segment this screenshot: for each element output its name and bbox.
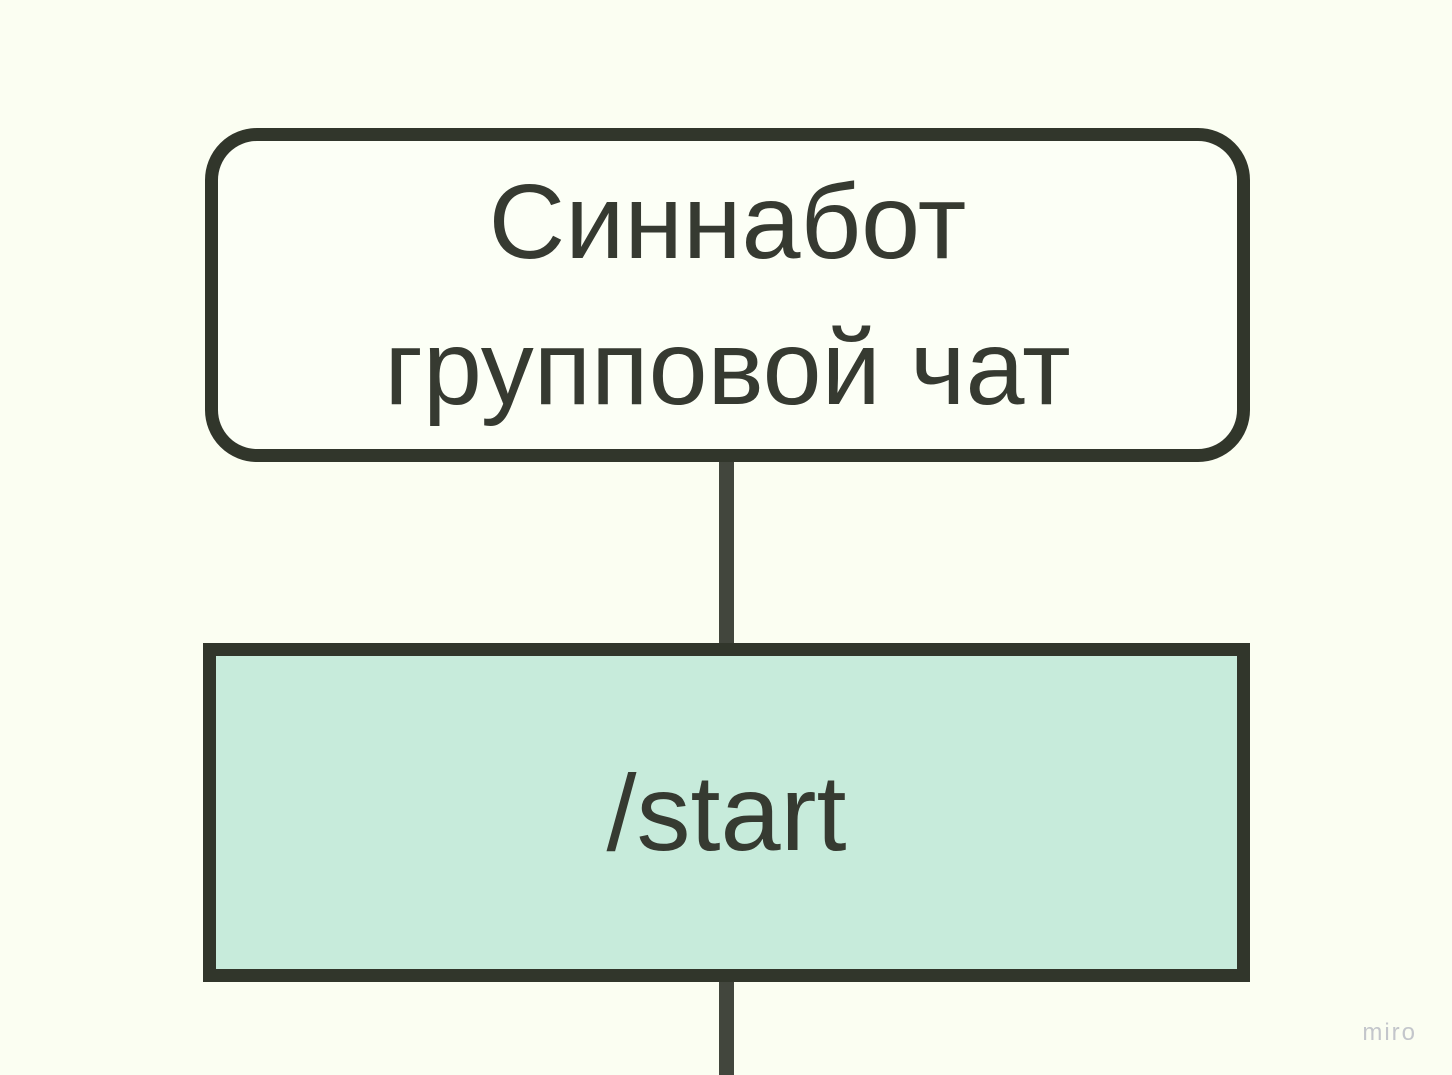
miro-watermark: miro [1362, 1019, 1417, 1046]
connector-start-down[interactable] [719, 980, 734, 1075]
node-chat-label-line-1: Синнабот [488, 162, 967, 281]
flowchart-node-chat[interactable]: Синнабот групповой чат [205, 128, 1250, 462]
node-chat-label-line-2: групповой чат [384, 309, 1071, 427]
node-start-label: /start [606, 751, 847, 873]
flowchart-node-start[interactable]: /start [203, 643, 1250, 982]
connector-chat-to-start[interactable] [719, 460, 734, 645]
